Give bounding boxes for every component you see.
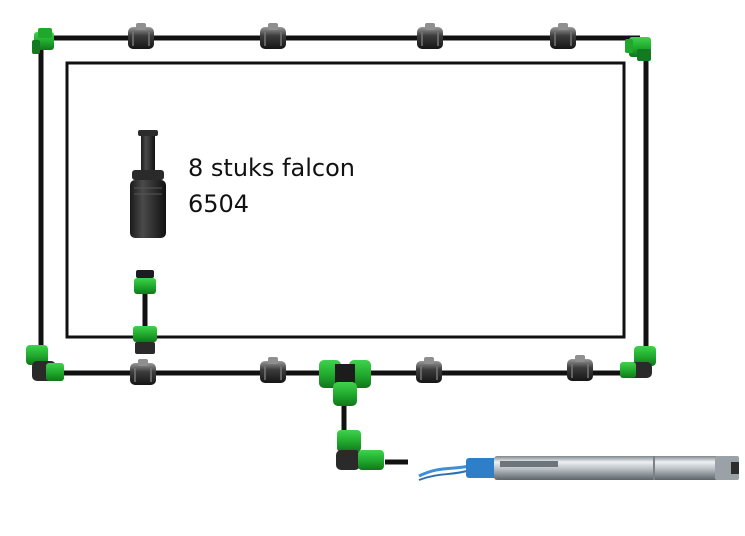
clamp-saddle-icon	[260, 357, 286, 383]
clamp-saddle-icon	[567, 355, 593, 381]
riser-coupling-icon	[134, 270, 156, 294]
sprinkler-model-label: 6504	[188, 190, 249, 218]
sprinkler-count-label: 8 stuks falcon	[188, 154, 355, 182]
submersible-pump-icon	[418, 456, 739, 481]
clamp-saddle-icon	[128, 23, 154, 49]
pop-up-sprinkler-icon	[130, 130, 166, 238]
clamp-saddle-icon	[416, 357, 442, 383]
riser-coupling-icon	[133, 326, 157, 354]
clamp-saddle-icon	[417, 23, 443, 49]
elbow-fitting-icon	[625, 37, 651, 61]
elbow-fitting-icon	[26, 345, 64, 381]
tee-fitting-icon	[319, 360, 371, 406]
clamp-saddle-icon	[130, 359, 156, 385]
elbow-fitting-icon	[32, 28, 54, 54]
clamp-saddle-icon	[550, 23, 576, 49]
elbow-fitting-icon	[620, 346, 656, 378]
lawn-area-rectangle	[65, 61, 626, 339]
clamp-saddle-icon	[260, 23, 286, 49]
elbow-fitting-icon	[336, 430, 384, 470]
